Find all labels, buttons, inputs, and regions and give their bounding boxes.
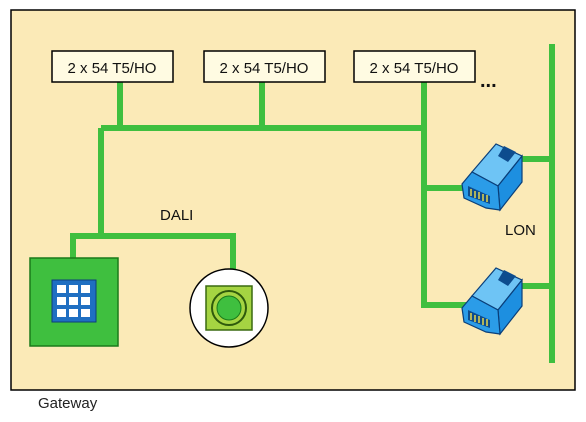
- gateway-keypad-icon: [29, 257, 119, 347]
- lon-label: LON: [505, 222, 536, 239]
- fixture-box-3: 2 x 54 T5/HO: [353, 50, 476, 83]
- fixture-label-2: 2 x 54 T5/HO: [220, 60, 309, 77]
- fixture-label-3: 2 x 54 T5/HO: [370, 60, 459, 77]
- fixture-box-1: 2 x 54 T5/HO: [51, 50, 174, 83]
- lon-bus: [518, 44, 555, 363]
- gateway-caption: Gateway: [38, 395, 98, 412]
- ellipsis: ...: [480, 70, 497, 92]
- network-connector-icon: [461, 143, 523, 212]
- sensor-icon: [189, 268, 269, 348]
- fixture-box-2: 2 x 54 T5/HO: [203, 50, 326, 83]
- fixture-label-1: 2 x 54 T5/HO: [68, 60, 157, 77]
- network-connector-icon: [461, 267, 523, 336]
- dali-label: DALI: [160, 207, 193, 224]
- dali-bus: [70, 82, 468, 308]
